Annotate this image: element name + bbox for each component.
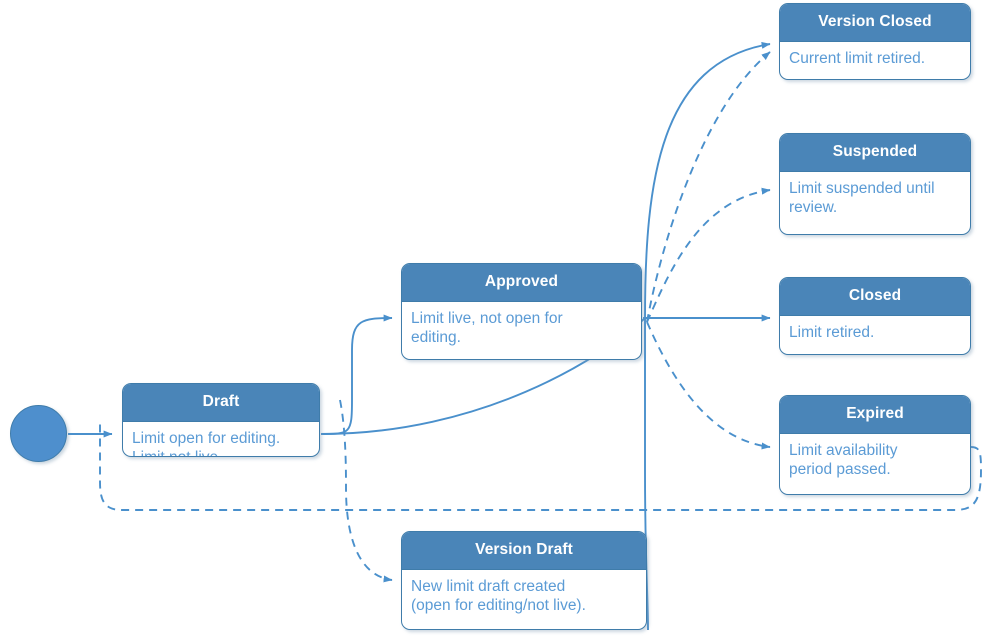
- state-title-expired: Expired: [780, 396, 970, 434]
- state-title-suspended: Suspended: [780, 134, 970, 172]
- edge-approved-to-version-closed: [644, 41, 771, 319]
- edge-approved-to-expired: [646, 321, 771, 450]
- state-node-expired[interactable]: Expired Limit availability period passed…: [779, 395, 971, 495]
- state-body-version-closed: Current limit retired.: [789, 49, 926, 67]
- state-title-version-closed: Version Closed: [780, 4, 970, 42]
- state-node-version-draft[interactable]: Version Draft New limit draft created (o…: [401, 531, 647, 630]
- state-node-draft[interactable]: Draft Limit open for editing. Limit not …: [122, 383, 320, 457]
- state-body-draft: Limit open for editing. Limit not live.: [132, 429, 281, 457]
- state-node-approved[interactable]: Approved Limit live, not open for editin…: [401, 263, 642, 360]
- state-body-version-draft: New limit draft created (open for editin…: [411, 577, 586, 615]
- state-body-closed: Limit retired.: [789, 323, 875, 341]
- state-node-version-closed[interactable]: Version Closed Current limit retired.: [779, 3, 971, 80]
- state-title-approved: Approved: [402, 264, 641, 302]
- edge-approved-to-suspended: [646, 187, 771, 323]
- state-title-draft: Draft: [123, 384, 319, 422]
- edge-draft-to-approved: [320, 314, 393, 435]
- state-title-closed: Closed: [780, 278, 970, 316]
- start-state-node: [10, 405, 67, 462]
- state-node-suspended[interactable]: Suspended Limit suspended until review.: [779, 133, 971, 235]
- edge-draft-to-version-draft: [339, 399, 393, 583]
- edge-approved-to-version-closed-alt: [646, 51, 771, 323]
- state-body-approved: Limit live, not open for editing.: [411, 309, 563, 347]
- state-body-expired: Limit availability period passed.: [789, 441, 898, 479]
- state-node-closed[interactable]: Closed Limit retired.: [779, 277, 971, 355]
- state-body-suspended: Limit suspended until review.: [789, 179, 935, 217]
- state-title-version-draft: Version Draft: [402, 532, 646, 570]
